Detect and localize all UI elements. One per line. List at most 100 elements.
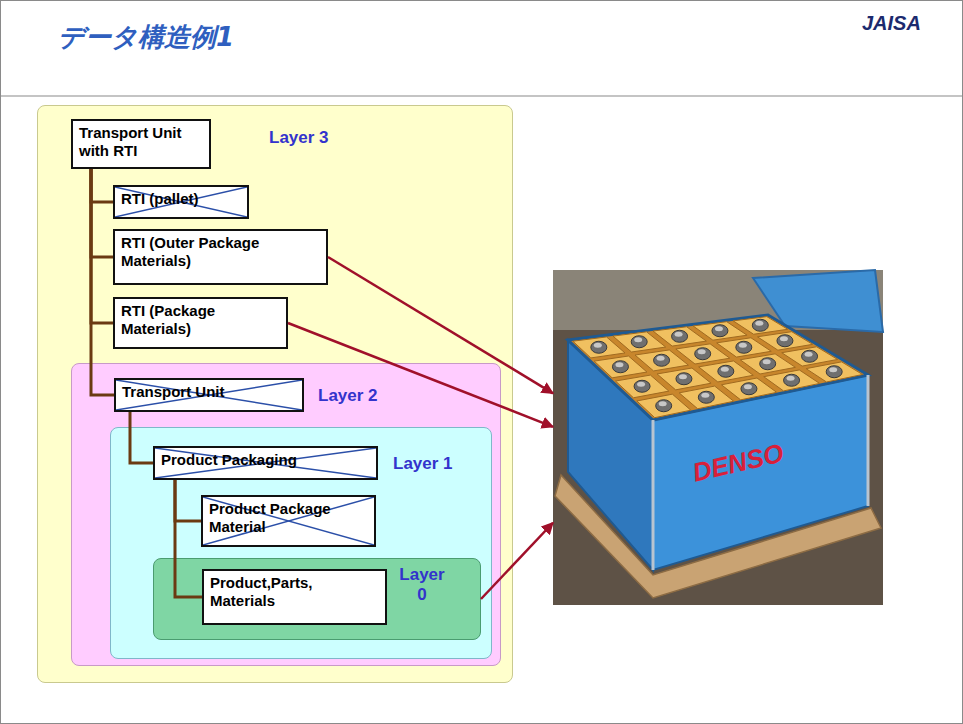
part-highlight (744, 384, 752, 389)
strike-line (116, 380, 302, 410)
part-highlight (634, 337, 642, 342)
crate-cell (616, 375, 669, 398)
pointer-arrow (288, 323, 553, 427)
part-in-cell (712, 325, 728, 337)
crate-cell (757, 332, 812, 350)
box-label: RTI (pallet) (115, 187, 247, 211)
crate-edge (652, 420, 655, 570)
crate-cell (721, 378, 776, 400)
strike-line (155, 448, 376, 478)
crate-photo (553, 270, 883, 605)
strike-line (115, 187, 247, 217)
part-in-cell (736, 341, 752, 353)
part-in-cell (631, 336, 647, 348)
part-in-cell (612, 361, 628, 373)
box-label: Transport Unit with RTI (73, 121, 209, 162)
photo-ground (553, 270, 883, 605)
part-in-cell (777, 335, 793, 347)
part-highlight (780, 336, 788, 341)
logo-text: JAISA (862, 12, 921, 35)
tree-connector (91, 169, 114, 395)
tree-connector (175, 480, 201, 521)
box-label: Product,Parts, Materials (204, 571, 385, 612)
box-label: RTI (Outer Package Materials) (115, 231, 326, 272)
part-highlight (659, 401, 667, 406)
layer-label: Layer 1 (393, 454, 453, 474)
crate-cell (740, 354, 795, 374)
layer-region: Layer 2 Transport UnitLayer 1 Product Pack… (71, 363, 501, 666)
crate-cell (806, 362, 862, 382)
pointer-arrow (328, 257, 553, 393)
part-highlight (787, 376, 795, 381)
header-rule (0, 95, 963, 96)
layer-label: Layer 3 (269, 128, 329, 148)
part-highlight (739, 343, 747, 348)
box-label: Transport Unit (116, 380, 302, 404)
layer-region: Layer 0 Product,Parts, Materials (153, 558, 481, 640)
part-in-cell (718, 365, 734, 377)
structure-box: Transport Unit (114, 378, 304, 412)
tree-connector (175, 480, 202, 597)
part-highlight (755, 321, 763, 326)
pointer-arrow (481, 523, 553, 599)
layer-label: Layer 0 (398, 565, 446, 604)
part-in-cell (741, 383, 757, 395)
layer-region: Layer 3 Transport Unit with RTI RTI (palle… (37, 105, 513, 683)
part-in-cell (760, 358, 776, 370)
part-in-cell (656, 400, 672, 412)
crate-top (568, 315, 868, 420)
crate-cell (594, 356, 647, 378)
structure-box: Product Packaging (153, 446, 378, 480)
part-highlight (701, 393, 709, 398)
part-in-cell (802, 350, 818, 362)
part-highlight (615, 362, 623, 367)
part-highlight (637, 382, 645, 387)
crate-cell (699, 361, 754, 382)
crate-cell (679, 386, 734, 409)
structure-box: RTI (pallet) (113, 185, 249, 219)
structure-box: Transport Unit with RTI (71, 119, 211, 169)
structure-box: Product Package Material (201, 495, 376, 547)
part-highlight (679, 374, 687, 379)
part-highlight (829, 367, 837, 372)
product-photo: DENSO (553, 270, 883, 605)
crate-cell (733, 317, 788, 335)
brand-text: DENSO (690, 438, 787, 489)
part-in-cell (752, 319, 768, 331)
strike-line (115, 187, 247, 217)
crate-cells (573, 317, 863, 418)
part-highlight (594, 343, 602, 348)
box-label: Product Packaging (155, 448, 376, 472)
slide-title: データ構造例1 (58, 20, 234, 55)
part-highlight (805, 352, 813, 357)
part-in-cell (591, 341, 607, 353)
part-highlight (721, 367, 729, 372)
part-in-cell (654, 354, 670, 366)
part-highlight (698, 349, 706, 354)
strike-line (203, 497, 374, 545)
tree-connector (130, 412, 153, 463)
layer-region: Layer 1 Product PackagingProduct Package … (110, 427, 492, 659)
layer-label: Layer 2 (318, 386, 378, 406)
structure-box: Product,Parts, Materials (202, 569, 387, 625)
part-highlight (675, 332, 683, 337)
strike-line (203, 497, 374, 545)
box-label: Product Package Material (203, 497, 374, 538)
structure-box: RTI (Package Materials) (113, 297, 288, 349)
crate-cell (657, 368, 711, 390)
tree-connector (91, 169, 113, 202)
part-in-cell (672, 330, 688, 342)
part-highlight (715, 326, 723, 331)
crate-edge (867, 375, 870, 506)
part-in-cell (695, 348, 711, 360)
part-in-cell (676, 373, 692, 385)
part-in-cell (826, 366, 842, 378)
tree-connector (91, 169, 113, 323)
part-highlight (657, 356, 665, 361)
box-label: RTI (Package Materials) (115, 299, 286, 340)
part-highlight (763, 359, 771, 364)
